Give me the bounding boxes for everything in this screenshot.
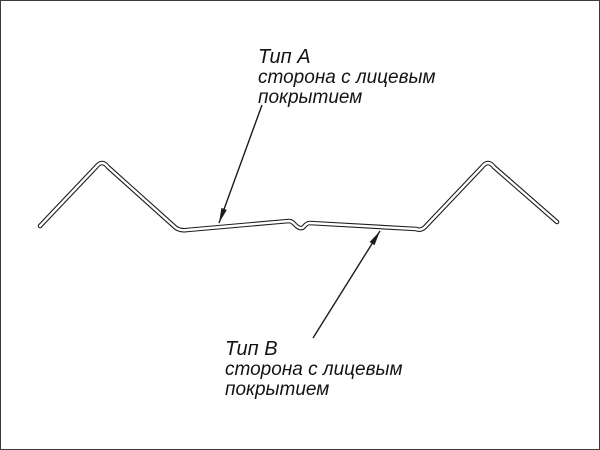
- type-b-leader-line: [312, 230, 381, 339]
- type-b-desc-line2: покрытием: [225, 379, 330, 400]
- type-a-label: Тип А сторона с лицевым покрытием: [258, 46, 436, 108]
- type-b-title: Тип В: [225, 338, 278, 360]
- type-b-label: Тип В сторона с лицевым покрытием: [225, 338, 403, 400]
- type-a-desc-line1: сторона с лицевым: [258, 67, 436, 88]
- type-b-desc-line1: сторона с лицевым: [225, 359, 403, 380]
- sheet-profile-core: [38, 161, 559, 232]
- sheet-profile-outline: [37, 160, 560, 233]
- type-a-leader-line: [218, 104, 263, 224]
- type-a-desc-line2: покрытием: [258, 87, 363, 108]
- type-a-title: Тип А: [258, 46, 311, 68]
